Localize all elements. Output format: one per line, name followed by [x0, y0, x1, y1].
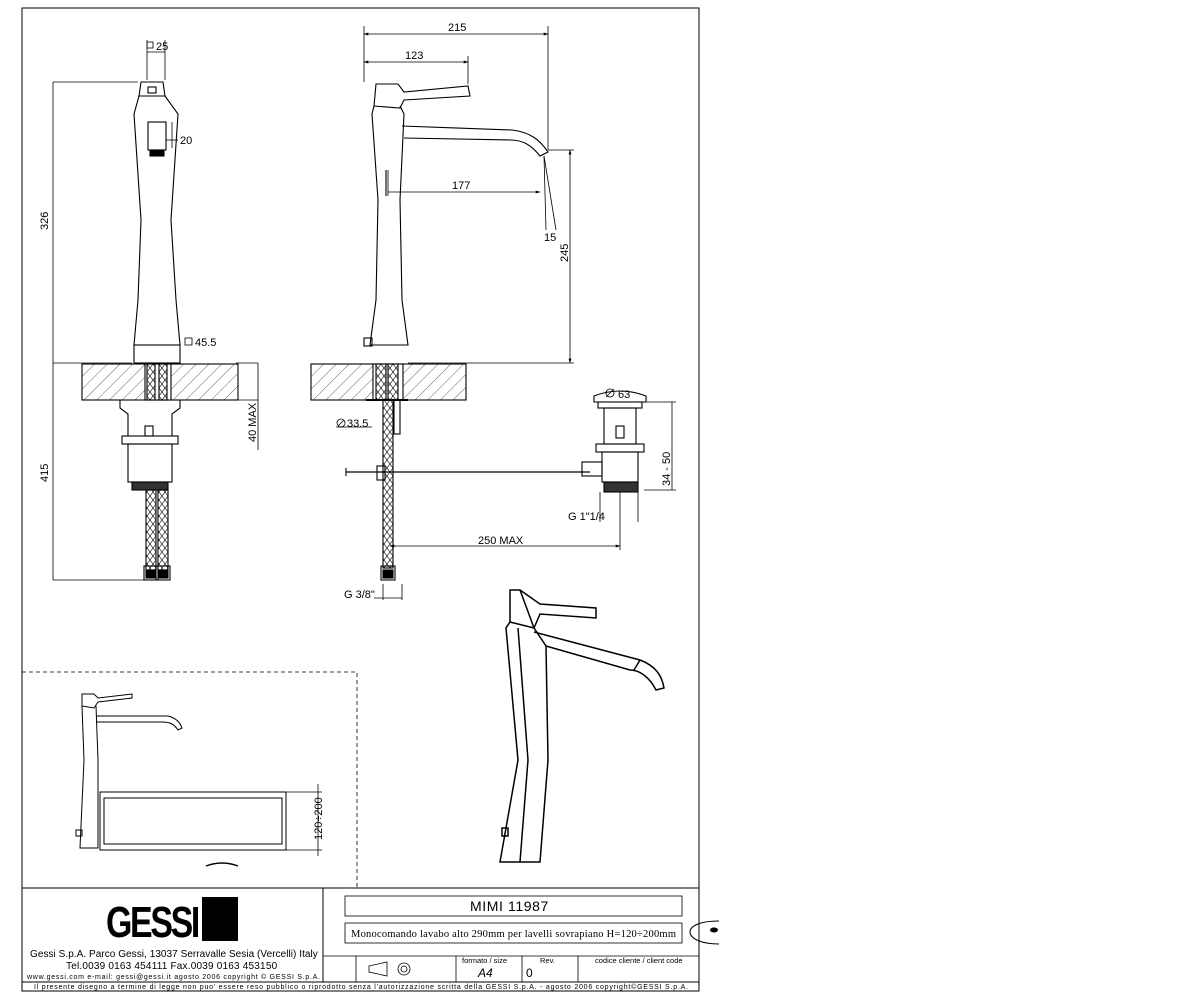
front-handle-square [147, 86, 157, 94]
dim-waste-thread: G 1"1/4 [568, 511, 605, 523]
dim-basin-height: 120÷200 [313, 797, 325, 840]
dim-below-height: 415 [39, 464, 51, 482]
dim-hole-diameter: 33.5 [347, 418, 368, 430]
product-title: MIMI 11987 [470, 898, 549, 914]
front-handle-top [138, 81, 166, 97]
dim-spout-reach: 177 [452, 180, 470, 192]
format-label: formato / size [462, 956, 507, 965]
front-waste-body [119, 399, 181, 437]
rev-label: Rev. [540, 956, 555, 965]
sheet-edge-hole [710, 927, 718, 933]
install-view [22, 671, 358, 888]
dim-waste-range: 34 - 50 [661, 452, 673, 486]
format-value: A4 [477, 966, 493, 980]
dim-rod-max: 250 MAX [478, 535, 524, 547]
legal-footer: Il presente disegno a termine di legge n… [34, 983, 688, 991]
front-base [133, 344, 181, 364]
side-spout [401, 125, 549, 157]
dim-inlet-thread: G 3/8" [344, 589, 375, 601]
sheet-edge-tab [689, 920, 720, 945]
front-body [133, 95, 181, 346]
client-code-label: codice cliente / client code [595, 956, 683, 965]
waste-dimensions [599, 388, 676, 522]
install-basin [99, 791, 287, 851]
dim-body-height: 326 [39, 212, 51, 230]
side-lever [373, 83, 471, 109]
product-description: Monocomando lavabo alto 290mm per lavell… [351, 929, 676, 940]
waste-detail [581, 390, 647, 493]
dim-counter-max: 40 MAX [247, 402, 259, 442]
dim-spout-angle: 15 [544, 232, 556, 244]
dim-spout-height: 245 [559, 244, 571, 262]
dim-top-square: 25 [156, 41, 168, 53]
company-contacts: Tel.0039 0163 454111 Fax.0039 0163 45315… [66, 961, 278, 972]
side-dimensions [336, 26, 621, 600]
dim-overall-reach: 215 [448, 22, 466, 34]
dim-cart-width: 20 [180, 135, 192, 147]
front-view [81, 81, 239, 581]
dim-waste-diameter: 63 [618, 389, 630, 401]
side-body [369, 105, 409, 346]
perspective-view [499, 589, 665, 863]
company-web: www.gessi.com e-mail: gessi@gessi.it ago… [26, 973, 320, 981]
rev-value: 0 [526, 966, 533, 980]
front-dimensions [52, 40, 259, 581]
title-boxes [323, 895, 699, 982]
company-address: Gessi S.p.A. Parco Gessi, 13037 Serraval… [30, 949, 318, 960]
dim-lever-reach: 123 [405, 50, 423, 62]
side-view [310, 83, 590, 581]
logo-text: GESSI [106, 898, 199, 947]
dim-base-square: 45.5 [195, 337, 216, 349]
company-logo: GESSI [106, 897, 238, 947]
front-cartridge [147, 121, 167, 151]
projection-symbol-icon [368, 961, 411, 977]
sheet-frame [21, 7, 700, 992]
